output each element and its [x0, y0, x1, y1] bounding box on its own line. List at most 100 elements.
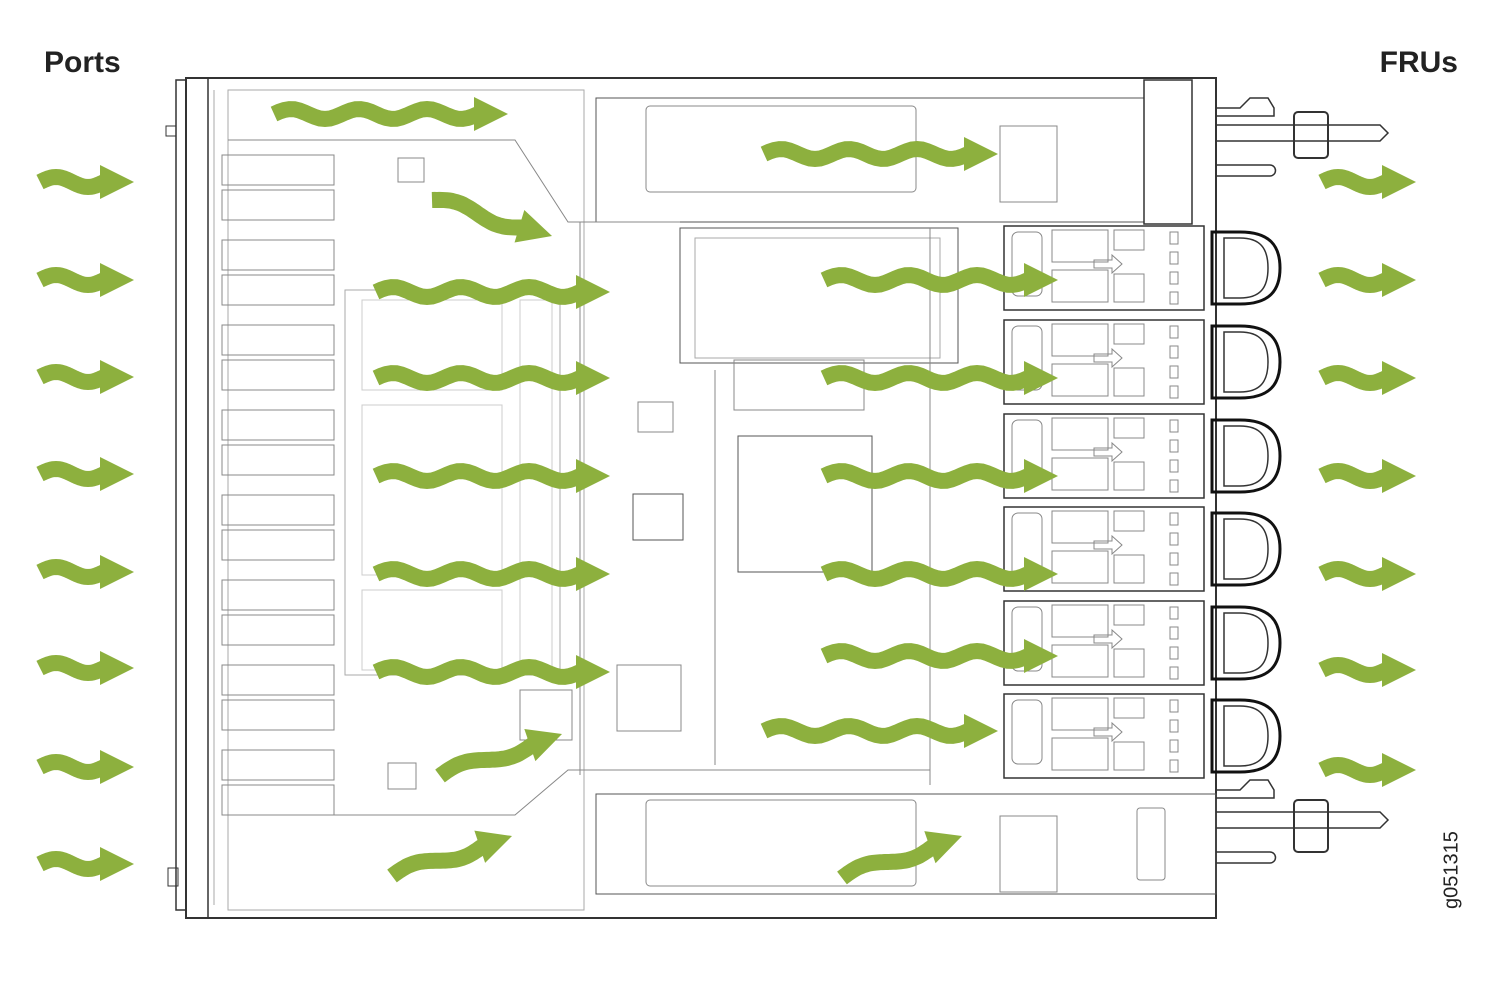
- airflow-arrow-icon: [36, 360, 134, 394]
- airflow-arrow-icon: [36, 165, 134, 199]
- airflow-arrow-icon: [36, 263, 134, 297]
- airflow-arrow-icon: [36, 457, 134, 491]
- airflow-arrow-icon: [760, 714, 998, 748]
- airflow-arrow-head: [100, 457, 134, 491]
- airflow-arrow-body: [1318, 462, 1390, 490]
- airflow-arrow-body: [372, 462, 584, 490]
- airflow-arrow-head: [1024, 639, 1058, 673]
- airflow-arrow-head: [514, 209, 553, 243]
- airflow-arrow-head: [964, 714, 998, 748]
- airflow-arrow-body: [36, 266, 108, 294]
- airflow-arrow-icon: [1318, 753, 1416, 787]
- airflow-arrow-head: [100, 555, 134, 589]
- airflow-arrow-body: [1318, 266, 1390, 294]
- airflow-arrow-body: [36, 363, 108, 391]
- airflow-arrow-body: [372, 658, 584, 686]
- airflow-arrow-icon: [837, 831, 963, 885]
- airflow-arrow-body: [1318, 560, 1390, 588]
- airflow-arrow-head: [1382, 557, 1416, 591]
- airflow-arrow-body: [372, 364, 584, 392]
- airflow-arrow-icon: [1318, 165, 1416, 199]
- airflow-arrow-head: [1382, 753, 1416, 787]
- airflow-arrow-icon: [1318, 653, 1416, 687]
- airflow-arrow-body: [1318, 756, 1390, 784]
- airflow-arrow-body: [372, 278, 584, 306]
- airflow-arrow-icon: [270, 97, 508, 131]
- airflow-arrow-head: [576, 655, 610, 689]
- airflow-arrow-body: [387, 839, 489, 883]
- port-cages: [221, 154, 335, 816]
- airflow-arrow-icon: [820, 639, 1058, 673]
- airflow-arrow-icon: [36, 847, 134, 881]
- airflow-arrow-body: [820, 266, 1032, 294]
- airflow-arrow-icon: [820, 557, 1058, 591]
- airflow-arrow-body: [36, 460, 108, 488]
- airflow-arrow-head: [576, 459, 610, 493]
- airflow-arrow-body: [820, 462, 1032, 490]
- airflow-arrow-head: [1382, 459, 1416, 493]
- airflow-arrow-head: [100, 847, 134, 881]
- airflow-arrow-head: [474, 830, 512, 863]
- airflow-arrow-head: [100, 750, 134, 784]
- airflow-arrow-body: [1318, 364, 1390, 392]
- airflow-arrow-body: [36, 654, 108, 682]
- chassis-outline: [165, 77, 1217, 919]
- airflow-arrow-icon: [372, 557, 610, 591]
- airflow-arrow-head: [1024, 361, 1058, 395]
- airflow-arrow-icon: [372, 459, 610, 493]
- airflow-arrow-body: [1318, 168, 1390, 196]
- airflow-arrow-head: [1382, 361, 1416, 395]
- airflow-arrow-body: [760, 140, 972, 168]
- airflow-arrow-head: [1382, 165, 1416, 199]
- airflow-arrow-body: [431, 191, 524, 236]
- airflow-arrow-head: [1024, 459, 1058, 493]
- airflow-arrow-body: [435, 737, 539, 783]
- airflow-arrow-head: [924, 831, 963, 864]
- airflow-arrow-body: [36, 753, 108, 781]
- airflow-arrow-icon: [760, 137, 998, 171]
- airflow-arrow-body: [837, 839, 939, 885]
- airflow-arrow-icon: [820, 263, 1058, 297]
- airflow-arrow-head: [1382, 263, 1416, 297]
- airflow-arrow-icon: [1318, 263, 1416, 297]
- airflow-arrow-head: [1024, 557, 1058, 591]
- airflow-arrow-body: [1318, 656, 1390, 684]
- airflow-arrow-icon: [372, 655, 610, 689]
- airflow-arrow-icon: [372, 361, 610, 395]
- airflow-arrow-body: [270, 100, 482, 128]
- airflow-arrow-head: [1382, 653, 1416, 687]
- airflow-arrow-icon: [36, 750, 134, 784]
- airflow-arrow-body: [820, 560, 1032, 588]
- airflow-arrow-head: [474, 97, 508, 131]
- airflow-arrow-head: [576, 557, 610, 591]
- airflow-arrow-body: [36, 168, 108, 196]
- connector-area: [344, 289, 561, 676]
- psu-handles: [1216, 97, 1390, 864]
- ports-label: Ports: [44, 46, 121, 79]
- airflow-arrow-body: [820, 642, 1032, 670]
- airflow-arrow-icon: [36, 651, 134, 685]
- airflow-arrow-body: [36, 558, 108, 586]
- airflow-arrow-icon: [820, 361, 1058, 395]
- airflow-arrow-head: [576, 361, 610, 395]
- airflow-arrow-head: [576, 275, 610, 309]
- bottom-bay: [595, 793, 1217, 895]
- frus-label: FRUs: [1379, 46, 1458, 79]
- airflow-arrow-body: [372, 560, 584, 588]
- airflow-arrow-icon: [431, 191, 553, 243]
- airflow-arrow-head: [1024, 263, 1058, 297]
- airflow-arrows: [36, 97, 1416, 885]
- airflow-arrow-head: [100, 651, 134, 685]
- airflow-arrow-icon: [372, 275, 610, 309]
- airflow-arrow-head: [100, 263, 134, 297]
- airflow-arrow-icon: [36, 555, 134, 589]
- airflow-arrow-icon: [387, 830, 512, 883]
- airflow-arrow-body: [36, 850, 108, 878]
- airflow-arrow-head: [100, 360, 134, 394]
- airflow-arrow-icon: [1318, 557, 1416, 591]
- airflow-arrow-icon: [1318, 459, 1416, 493]
- airflow-arrow-icon: [1318, 361, 1416, 395]
- airflow-arrow-body: [820, 364, 1032, 392]
- fan-modules: [1002, 224, 1282, 780]
